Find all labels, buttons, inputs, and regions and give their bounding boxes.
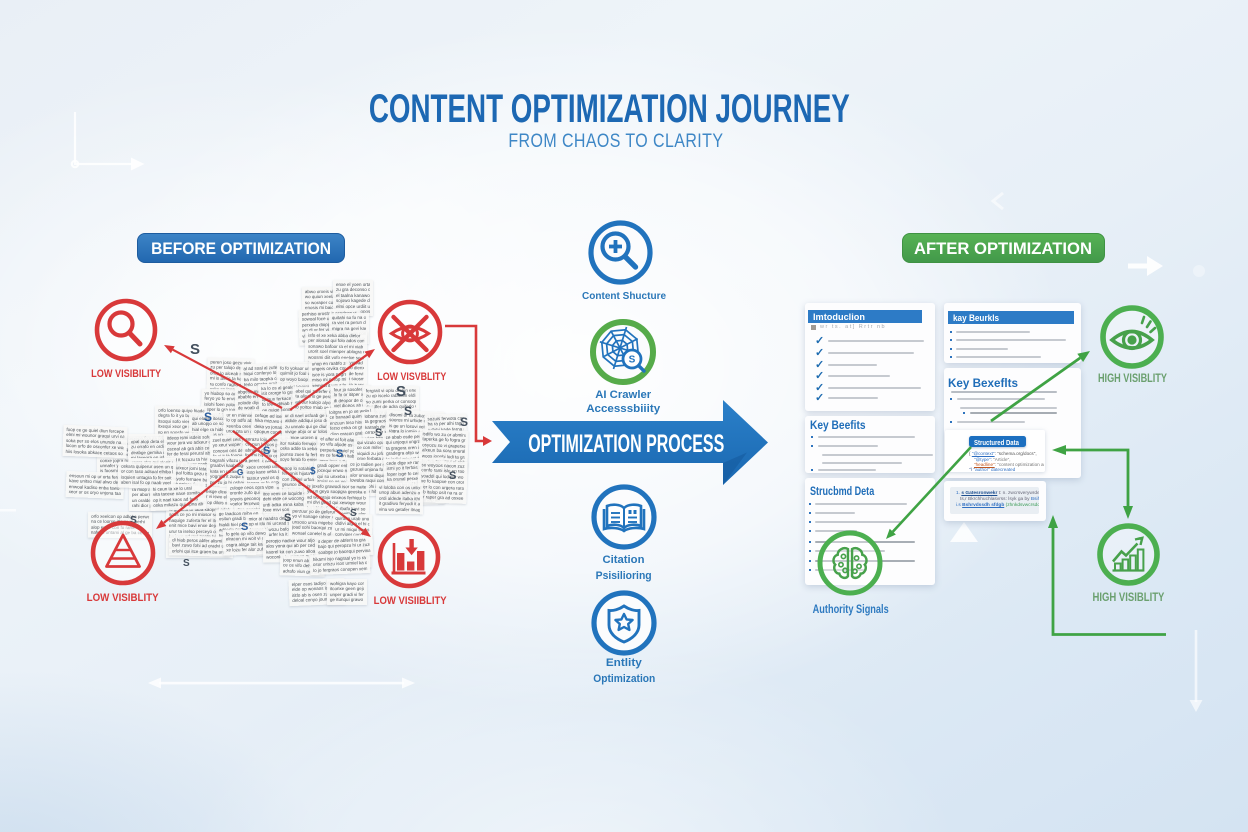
svg-text:S: S	[629, 355, 636, 366]
